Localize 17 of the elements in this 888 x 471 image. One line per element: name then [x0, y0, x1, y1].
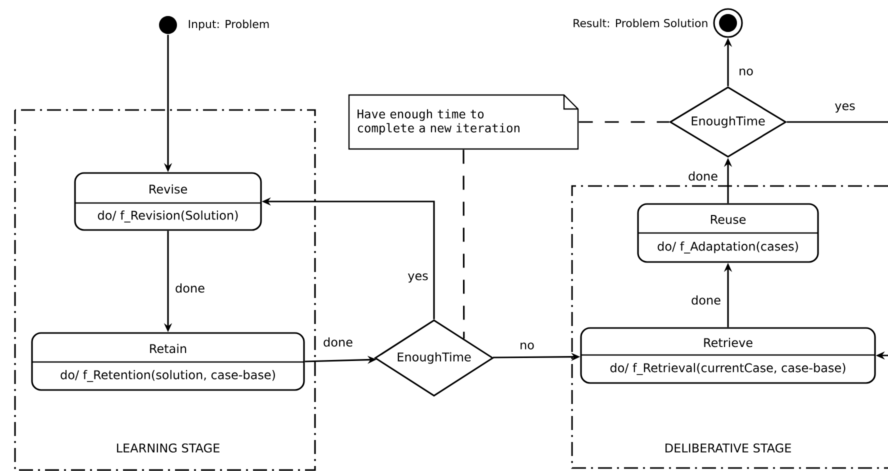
edge-label: done: [687, 170, 719, 182]
state-box: Retrieve do/ f_Retrieval(currentCase, case-base): [580, 327, 876, 384]
edge-label: no: [518, 342, 536, 350]
state-box: Revise do/ f_Revision(Solution): [74, 172, 262, 231]
edge-label: yes: [406, 272, 430, 284]
edge-label: done: [174, 282, 206, 294]
edge-label: done: [322, 336, 354, 348]
connector-line: [578, 121, 670, 123]
edge-label: yes: [834, 102, 856, 114]
state-box: Reuse do/ f_Adaptation(cases): [637, 203, 819, 263]
edge-label: done: [690, 294, 722, 306]
state-label: Result: Problem Solution: [574, 18, 708, 28]
note-box: Have enough time to complete a new iteration: [348, 94, 579, 150]
state-label: Input: Problem: [188, 20, 269, 30]
connector-line: [462, 150, 465, 339]
edge-label: no: [738, 68, 754, 76]
state-box: Retain do/ f_Retention(solution, case-base): [31, 332, 305, 391]
